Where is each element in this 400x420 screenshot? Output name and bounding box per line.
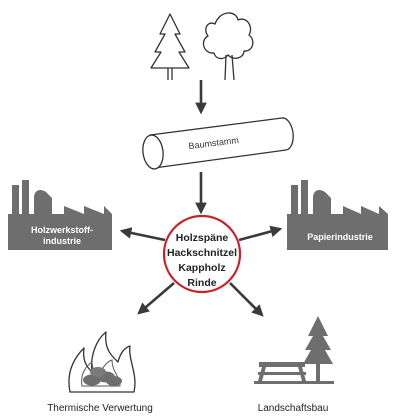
fire-icon — [68, 331, 136, 393]
conifer-tree-icon — [150, 13, 190, 80]
arrow-center-to-bottom-right — [229, 282, 264, 317]
center-ring — [162, 214, 242, 294]
bottom-left-label: Thermische Verwertung — [47, 403, 153, 414]
factory-right-label: Papierindustrie — [307, 232, 373, 242]
factory-left-icon — [8, 180, 112, 250]
factory-left-label-1: Holzwerkstoff- — [31, 225, 93, 235]
deciduous-tree-icon — [202, 12, 254, 81]
center-line-1: Holzspäne — [176, 232, 229, 244]
factory-left-label-2: industrie — [43, 236, 81, 246]
factory-right-icon — [287, 180, 388, 250]
center-line-4: Rinde — [187, 277, 216, 289]
arrow-center-to-left — [119, 227, 166, 242]
log-icon — [142, 117, 294, 170]
arrow-center-to-bottom-left — [137, 282, 175, 315]
arrow-center-to-right — [238, 225, 283, 242]
center-line-2: Hackschnitzel — [167, 247, 237, 259]
center-line-3: Kappholz — [178, 262, 225, 274]
bottom-right-label: Landschaftsbau — [258, 403, 329, 414]
landscape-icon — [254, 316, 334, 384]
